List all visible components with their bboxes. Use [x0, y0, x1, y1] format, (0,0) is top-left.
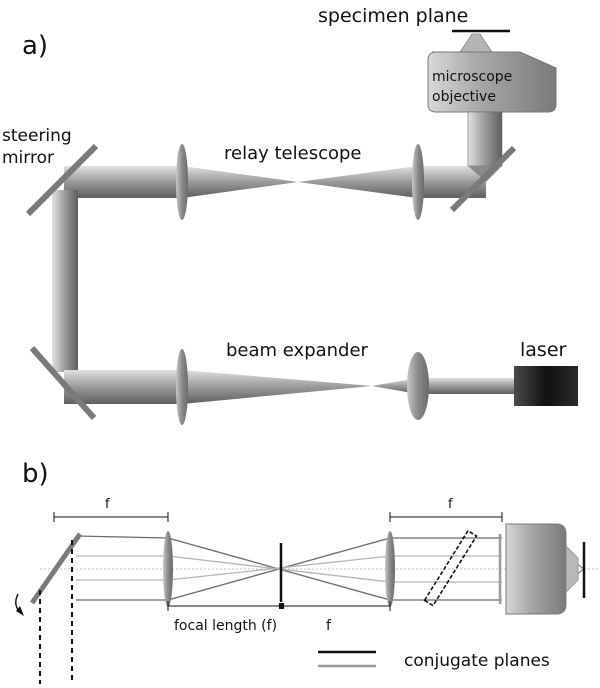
f-right-label: f: [448, 497, 453, 512]
relay-lens-2: [412, 144, 424, 220]
legend-label: conjugate planes: [404, 651, 550, 671]
microscope-objective: microscope objective: [427, 33, 557, 167]
objective-mirror: [449, 145, 517, 213]
objective-label-line2: objective: [432, 89, 496, 105]
tube-lens: [385, 531, 395, 607]
relay-lens-1: [176, 144, 188, 220]
dimension-f-right: f: [389, 497, 503, 522]
lower-left-mirror: [29, 346, 97, 420]
expander-lens-1: [176, 349, 188, 425]
objective-b: [505, 523, 579, 615]
upper-beam: [64, 166, 502, 198]
specimen-plane-label: specimen plane: [318, 5, 468, 27]
dimension-f-left: f: [53, 497, 169, 522]
f-left-label: f: [105, 497, 110, 512]
f-bottom-label: f: [326, 618, 332, 634]
lower-beam: [64, 370, 516, 404]
laser-body: [514, 366, 578, 406]
rotation-arrowhead-icon: [16, 606, 24, 616]
steering-mirror-label-line2: mirror: [2, 148, 54, 168]
objective-label-line1: microscope: [432, 69, 512, 85]
beam-expander-label: beam expander: [226, 340, 369, 361]
scan-lens: [163, 531, 173, 607]
dichroic-mirror: [423, 529, 478, 607]
panel-a-tag: a): [22, 31, 48, 61]
laser-label: laser: [520, 339, 567, 361]
focal-length-label: focal length (f): [174, 618, 277, 634]
vertical-beam: [52, 190, 78, 372]
relay-telescope-label: relay telescope: [224, 143, 361, 164]
steering-mirror-label-line1: steering: [2, 126, 72, 146]
panel-b-tag: b): [22, 459, 49, 489]
ray-bundle: [75, 535, 585, 601]
dimension-focal-length: focal length (f) f: [167, 601, 391, 634]
legend: conjugate planes: [318, 650, 550, 671]
expander-lens-2: [407, 352, 429, 420]
steering-mirror: [25, 143, 99, 217]
